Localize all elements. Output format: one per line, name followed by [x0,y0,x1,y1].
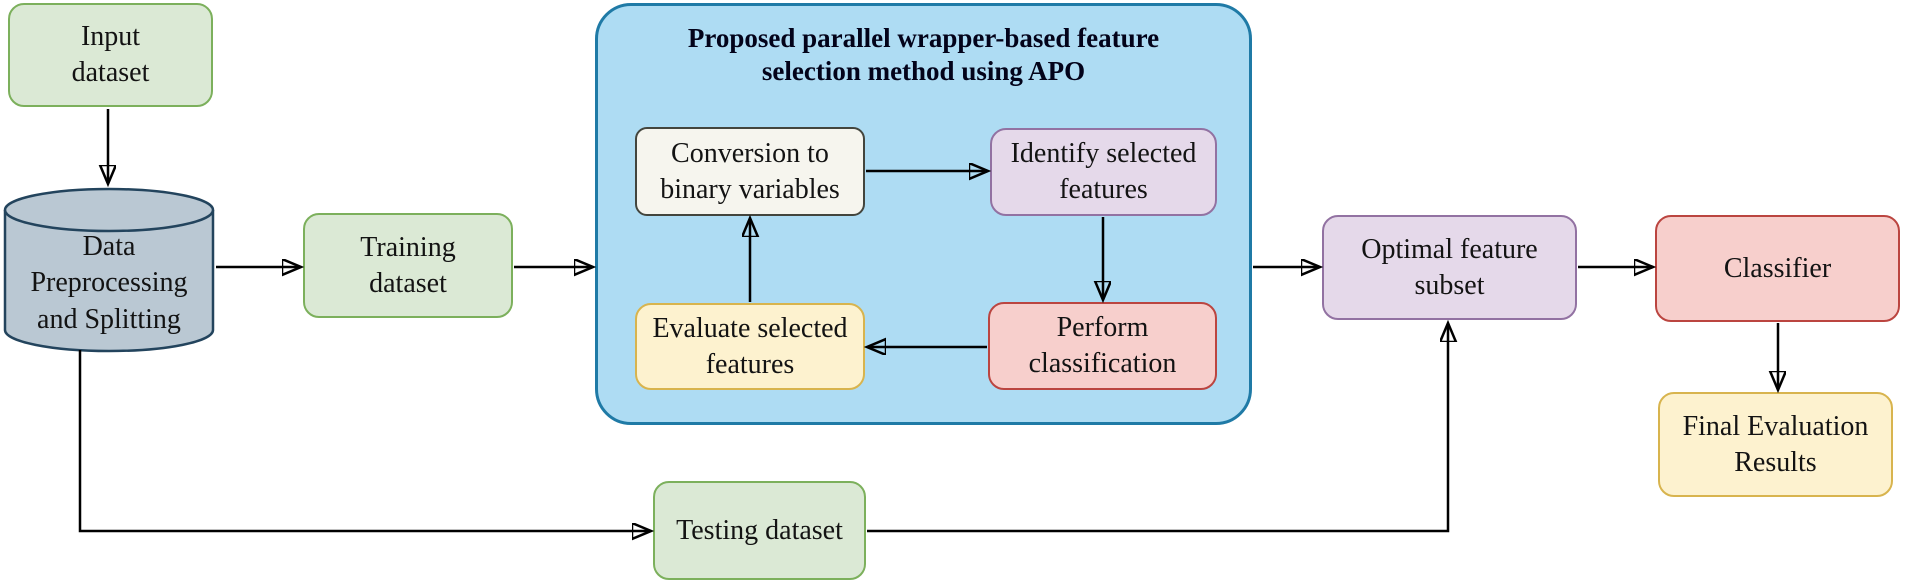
node-perform-classification: Perform classification [988,302,1217,390]
apo-container-title: Proposed parallel wrapper-based feature … [687,23,1160,86]
arrow-preprocessing-to-testing [78,350,650,531]
node-training-dataset: Training dataset [303,213,513,318]
node-final-evaluation-results: Final Evaluation Results [1658,392,1893,497]
node-conversion-to-binary: Conversion to binary variables [635,127,865,216]
node-input-dataset: Input dataset [8,3,213,107]
node-classifier: Classifier [1655,215,1900,322]
node-identify-selected-features: Identify selected features [990,128,1217,216]
node-optimal-feature-subset: Optimal feature subset [1322,215,1577,320]
node-data-preprocessing: Data Preprocessing and Splitting [30,230,188,335]
node-testing-dataset: Testing dataset [653,481,866,580]
node-evaluate-selected-features: Evaluate selected features [635,303,865,390]
